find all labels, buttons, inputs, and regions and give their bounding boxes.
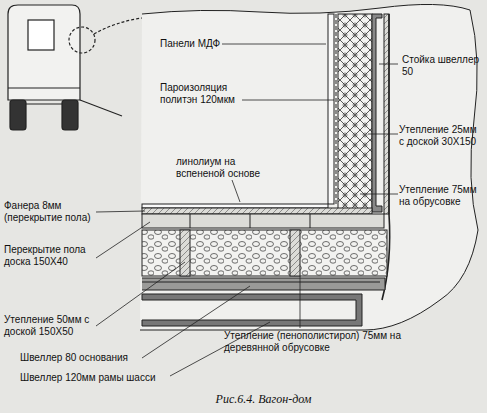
- part-label: Перекрытие пола доска 150Х40: [4, 244, 96, 268]
- part-label: линолиум на вспененой основе: [176, 156, 272, 180]
- trailer-sketch: [8, 5, 142, 130]
- figure-caption: Рис.6.4. Вагон-дом: [216, 392, 312, 407]
- part-label: Фанера 8мм (перекрытие пола): [4, 200, 96, 224]
- part-label: Стойка швеллер 50: [402, 54, 482, 78]
- part-label: Утепление 50мм с доской 150Х50: [4, 314, 100, 338]
- part-label: Панели МДФ: [160, 38, 220, 50]
- leader-lines: [96, 44, 398, 376]
- part-label: Утепление 75мм на обрусовке: [399, 184, 483, 208]
- part-label: Пароизоляция политэн 120мкм: [160, 82, 244, 106]
- part-label: Утепление (пенополистирол) 75мм на дерев…: [224, 330, 404, 354]
- part-label: Утепление 25мм с доской 30Х150: [399, 124, 483, 148]
- floor-section: [142, 204, 387, 326]
- part-label: Швеллер 80 основания: [20, 352, 128, 364]
- detail-outline: [140, 4, 478, 330]
- part-label: Швеллер 120мм рамы шасси: [20, 372, 156, 384]
